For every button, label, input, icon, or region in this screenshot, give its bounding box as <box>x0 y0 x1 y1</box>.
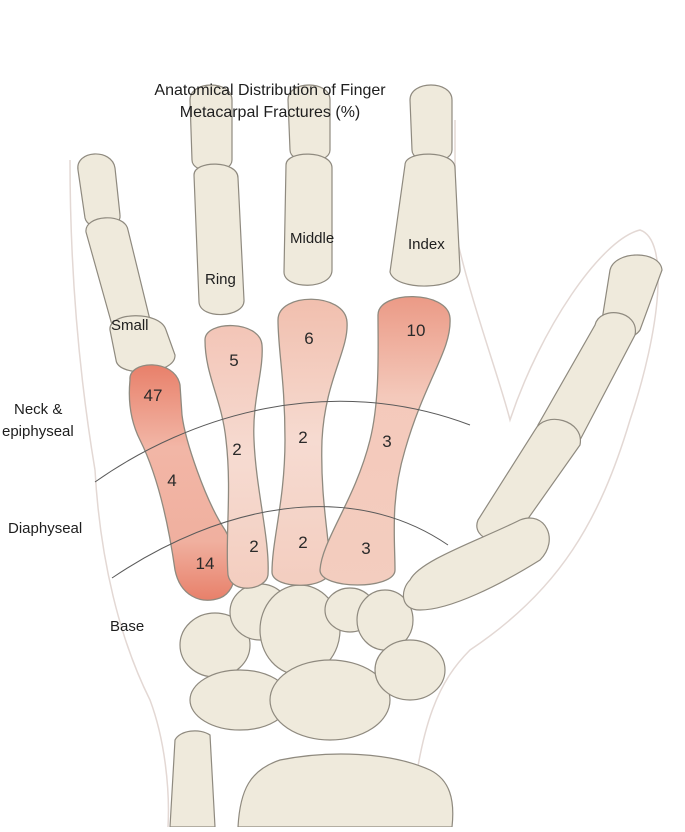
zone-label-base: Base <box>110 617 144 636</box>
finger-label-ring: Ring <box>205 270 236 290</box>
value-middle-neck: 6 <box>304 329 313 349</box>
zone-label-diaphyseal: Diaphyseal <box>8 519 82 538</box>
value-small-base: 14 <box>196 554 215 574</box>
value-ring-diaphyseal: 2 <box>232 440 241 460</box>
value-index-base: 3 <box>361 539 370 559</box>
carpal-bones <box>180 584 445 740</box>
value-middle-base: 2 <box>298 533 307 553</box>
finger-label-middle: Middle <box>290 229 334 249</box>
forearm-bones <box>170 731 453 827</box>
finger-label-small: Small <box>111 316 149 336</box>
title-line-2: Metacarpal Fractures (%) <box>0 102 540 124</box>
value-middle-diaphyseal: 2 <box>298 428 307 448</box>
diagram-title: Anatomical Distribution of Finger Metaca… <box>0 80 540 124</box>
value-index-diaphyseal: 3 <box>382 432 391 452</box>
metacarpals <box>129 297 450 601</box>
value-ring-base: 2 <box>249 537 258 557</box>
value-small-neck: 47 <box>144 386 163 406</box>
zone-label-neck-line1: Neck & <box>14 400 62 419</box>
value-ring-neck: 5 <box>229 351 238 371</box>
title-line-1: Anatomical Distribution of Finger <box>0 80 540 102</box>
zone-label-neck-line2: epiphyseal <box>2 422 74 441</box>
value-small-diaphyseal: 4 <box>167 471 176 491</box>
value-index-neck: 10 <box>407 321 426 341</box>
finger-label-index: Index <box>408 235 445 255</box>
